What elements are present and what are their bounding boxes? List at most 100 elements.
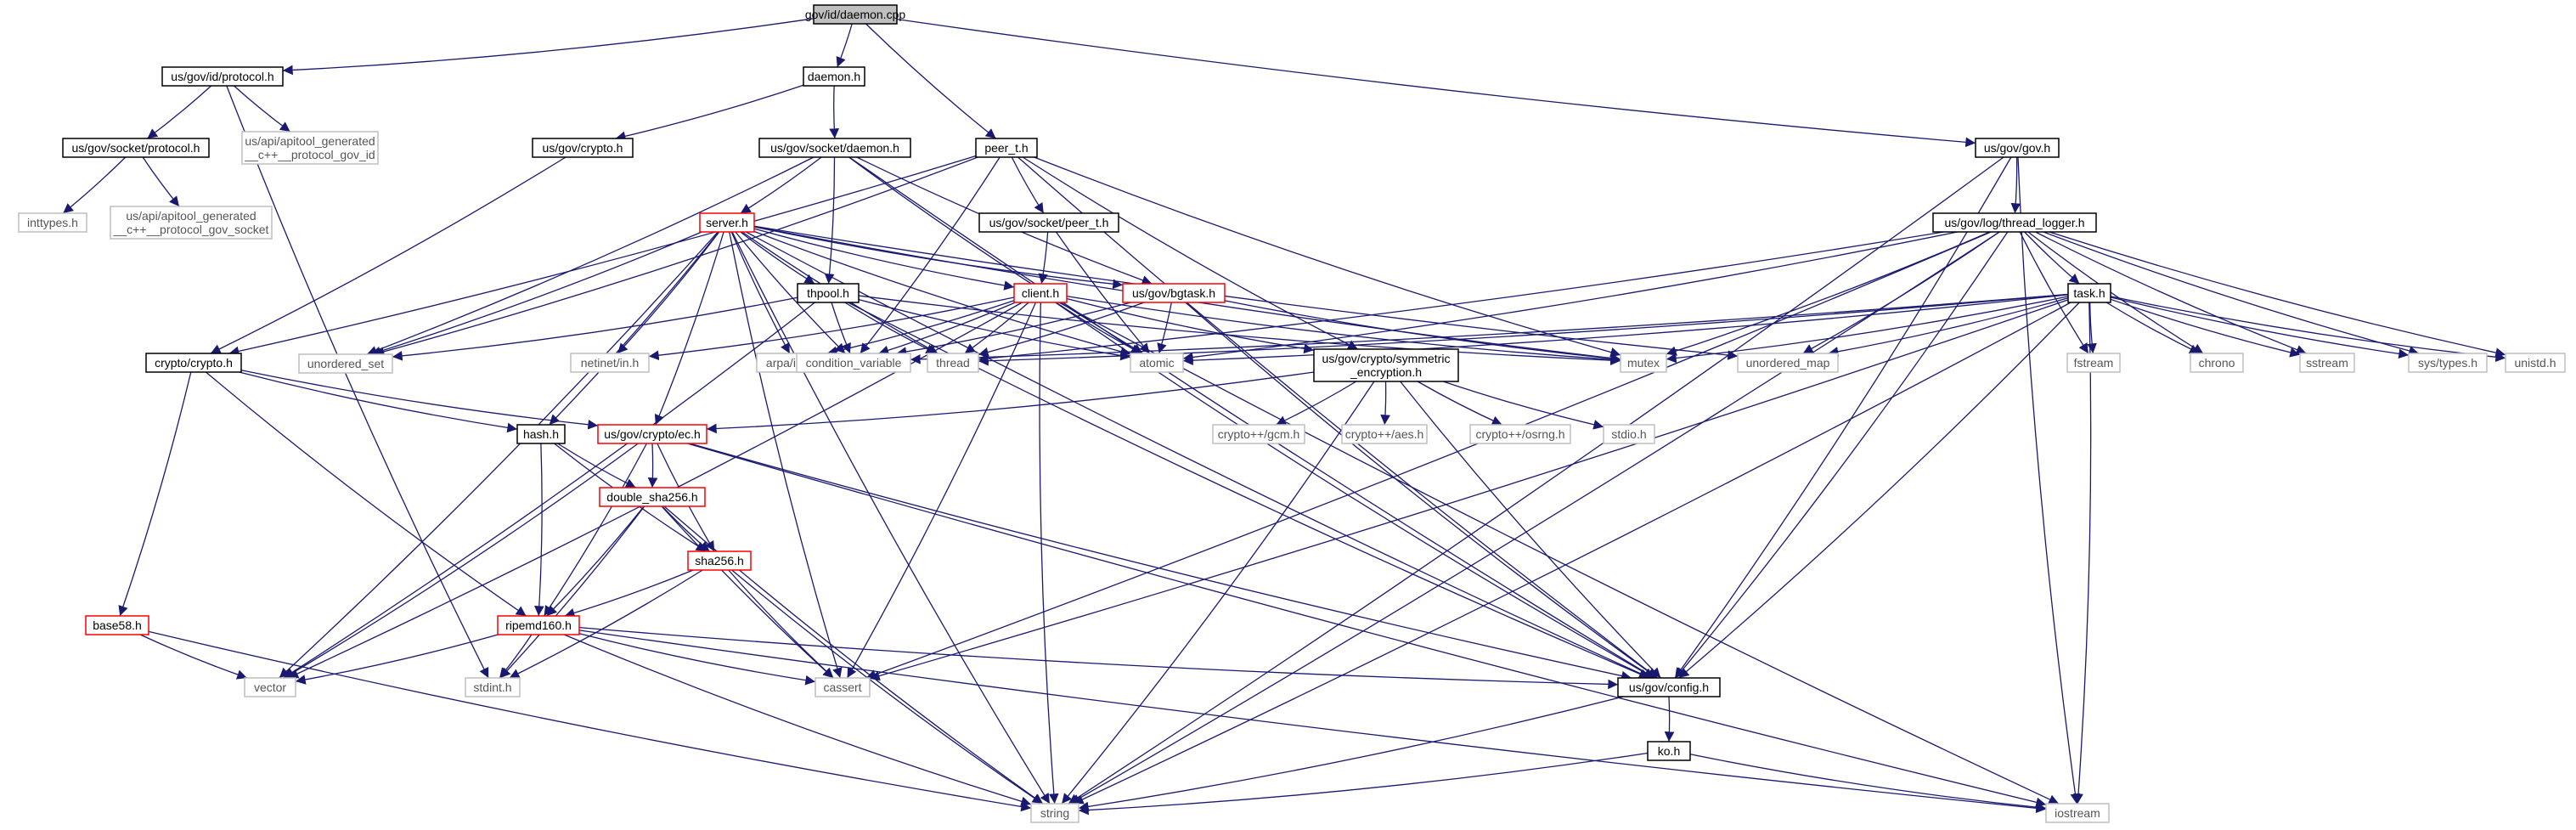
edge-line: [206, 371, 527, 617]
node-ripemd[interactable]: ripemd160.h: [497, 615, 580, 635]
node-box: [2505, 353, 2566, 373]
node-label: unordered_map: [1746, 356, 1830, 370]
edge-task-to-chrono: [2105, 302, 2201, 354]
edge-thread_logger-to-string: [1069, 231, 2000, 805]
edge-line: [1828, 297, 2069, 357]
node-bgtask[interactable]: us/gov/bgtask.h: [1122, 283, 1226, 303]
node-thpool[interactable]: thpool.h: [797, 283, 860, 303]
edge-symenc-to-gcm: [1276, 381, 1357, 426]
edge-symenc-to-string: [1061, 381, 1375, 805]
edge-thread_logger-to-chrono: [2027, 231, 2204, 354]
edge-line: [731, 231, 1051, 805]
edge-line: [730, 231, 791, 354]
node-double_sha[interactable]: double_sha256.h: [599, 487, 706, 507]
node-label: netinet/in.h: [581, 356, 640, 370]
edge-line: [210, 156, 566, 354]
node-symenc[interactable]: us/gov/crypto/symmetric_encryption.h: [1313, 348, 1459, 382]
edge-line: [1185, 302, 1658, 679]
edge-line: [1400, 381, 1661, 679]
node-daemon_h[interactable]: daemon.h: [803, 66, 865, 87]
edge-ec_h-to-ripemd: [544, 443, 648, 617]
node-ko[interactable]: ko.h: [1647, 741, 1691, 761]
node-ec_h[interactable]: us/gov/crypto/ec.h: [597, 424, 707, 444]
node-box: [1122, 283, 1226, 303]
node-config[interactable]: us/gov/config.h: [1617, 677, 1721, 697]
edge-client-to-iostream: [1058, 302, 2060, 805]
edge-double_sha-to-string: [663, 505, 1044, 805]
edge-line: [370, 231, 702, 357]
node-crypto_crypto[interactable]: crypto/crypto.h: [145, 353, 242, 373]
node-label: stdint.h: [473, 680, 511, 694]
node-hash_h[interactable]: hash.h: [516, 424, 566, 444]
edge-line: [2019, 231, 2089, 354]
node-task[interactable]: task.h: [2067, 283, 2111, 303]
node-peer_t[interactable]: peer_t.h: [975, 138, 1038, 158]
edge-peer_t-to-mutex: [1034, 156, 1621, 358]
edge-line: [499, 634, 533, 679]
edge-line: [745, 231, 1650, 679]
edge-line: [2110, 296, 2410, 359]
edge-task-to-unistd: [2110, 296, 2506, 363]
edge-line: [392, 296, 798, 361]
edge-peer_t-to-unordered_set: [374, 156, 978, 357]
edge-line: [860, 156, 1001, 354]
edge-line: [544, 443, 648, 617]
edge-line: [2105, 302, 2201, 354]
node-base58[interactable]: base58.h: [85, 615, 149, 635]
edge-line: [1039, 302, 1059, 805]
edge-crypto_crypto-to-hash_h: [239, 371, 518, 433]
node-gov_h[interactable]: us/gov/gov.h: [1975, 138, 2060, 158]
edge-line: [1034, 156, 1621, 358]
edge-line: [865, 231, 1992, 680]
edge-line: [546, 505, 645, 617]
edge-task-to-atomic: [1182, 294, 2069, 366]
node-cassert: cassert: [815, 677, 871, 697]
node-label: stdio.h: [1611, 427, 1646, 441]
edge-symenc-to-stdio: [1442, 381, 1604, 430]
node-label: us/gov/bgtask.h: [1132, 286, 1215, 300]
edge-line: [2010, 156, 2021, 214]
edge-double_sha-to-ripemd: [546, 505, 645, 617]
node-vector: vector: [244, 677, 296, 697]
edge-symenc-to-ec_h: [706, 371, 1315, 434]
node-sha256[interactable]: sha256.h: [687, 551, 752, 571]
edge-daemon_cpp-to-id_protocol: [282, 18, 815, 76]
node-thread_logger[interactable]: us/gov/log/thread_logger.h: [1932, 212, 2097, 233]
edge-line: [858, 298, 1131, 361]
edge-daemon_h-to-socket_daemon: [829, 85, 840, 139]
node-daemon_cpp[interactable]: gov/id/daemon.cpp: [805, 4, 906, 25]
node-thread: thread: [927, 353, 979, 373]
edge-line: [2027, 231, 2204, 354]
edge-line: [549, 231, 719, 426]
node-client[interactable]: client.h: [1013, 283, 1068, 303]
node-id_protocol[interactable]: us/gov/id/protocol.h: [161, 66, 284, 87]
node-fstream: fstream: [2066, 353, 2121, 373]
edge-gov_h-to-config: [1674, 156, 2012, 679]
node-socket_protocol[interactable]: us/gov/socket/protocol.h: [62, 138, 210, 158]
node-gov_crypto[interactable]: us/gov/crypto.h: [532, 138, 634, 158]
edge-server-to-vector: [279, 231, 719, 679]
edge-sha256-to-string: [731, 569, 1043, 805]
edge-client-to-cassert: [846, 302, 1037, 679]
edge-line: [978, 302, 1145, 358]
node-socket_daemon[interactable]: us/gov/socket/daemon.h: [758, 138, 911, 158]
edge-server-to-condvar: [735, 231, 846, 354]
node-condvar: condition_variable: [796, 353, 911, 373]
node-socket_peer[interactable]: us/gov/socket/peer_t.h: [978, 212, 1119, 233]
edge-line: [564, 569, 694, 618]
edge-line: [62, 156, 127, 214]
edge-line: [146, 85, 212, 139]
edge-line: [2110, 296, 2506, 363]
edge-line: [1224, 300, 1621, 364]
node-server[interactable]: server.h: [699, 212, 755, 233]
edge-line: [1011, 156, 1045, 214]
edge-line: [878, 302, 1016, 356]
edge-socket_daemon-to-config: [848, 156, 1655, 679]
node-label: sstream: [2306, 356, 2348, 370]
node-box: [497, 615, 580, 635]
edge-symenc-to-osrng: [1417, 381, 1502, 426]
node-box: [815, 677, 871, 697]
edge-ripemd-to-iostream: [578, 630, 2047, 814]
node-label: us/gov/socket/daemon.h: [770, 141, 899, 155]
